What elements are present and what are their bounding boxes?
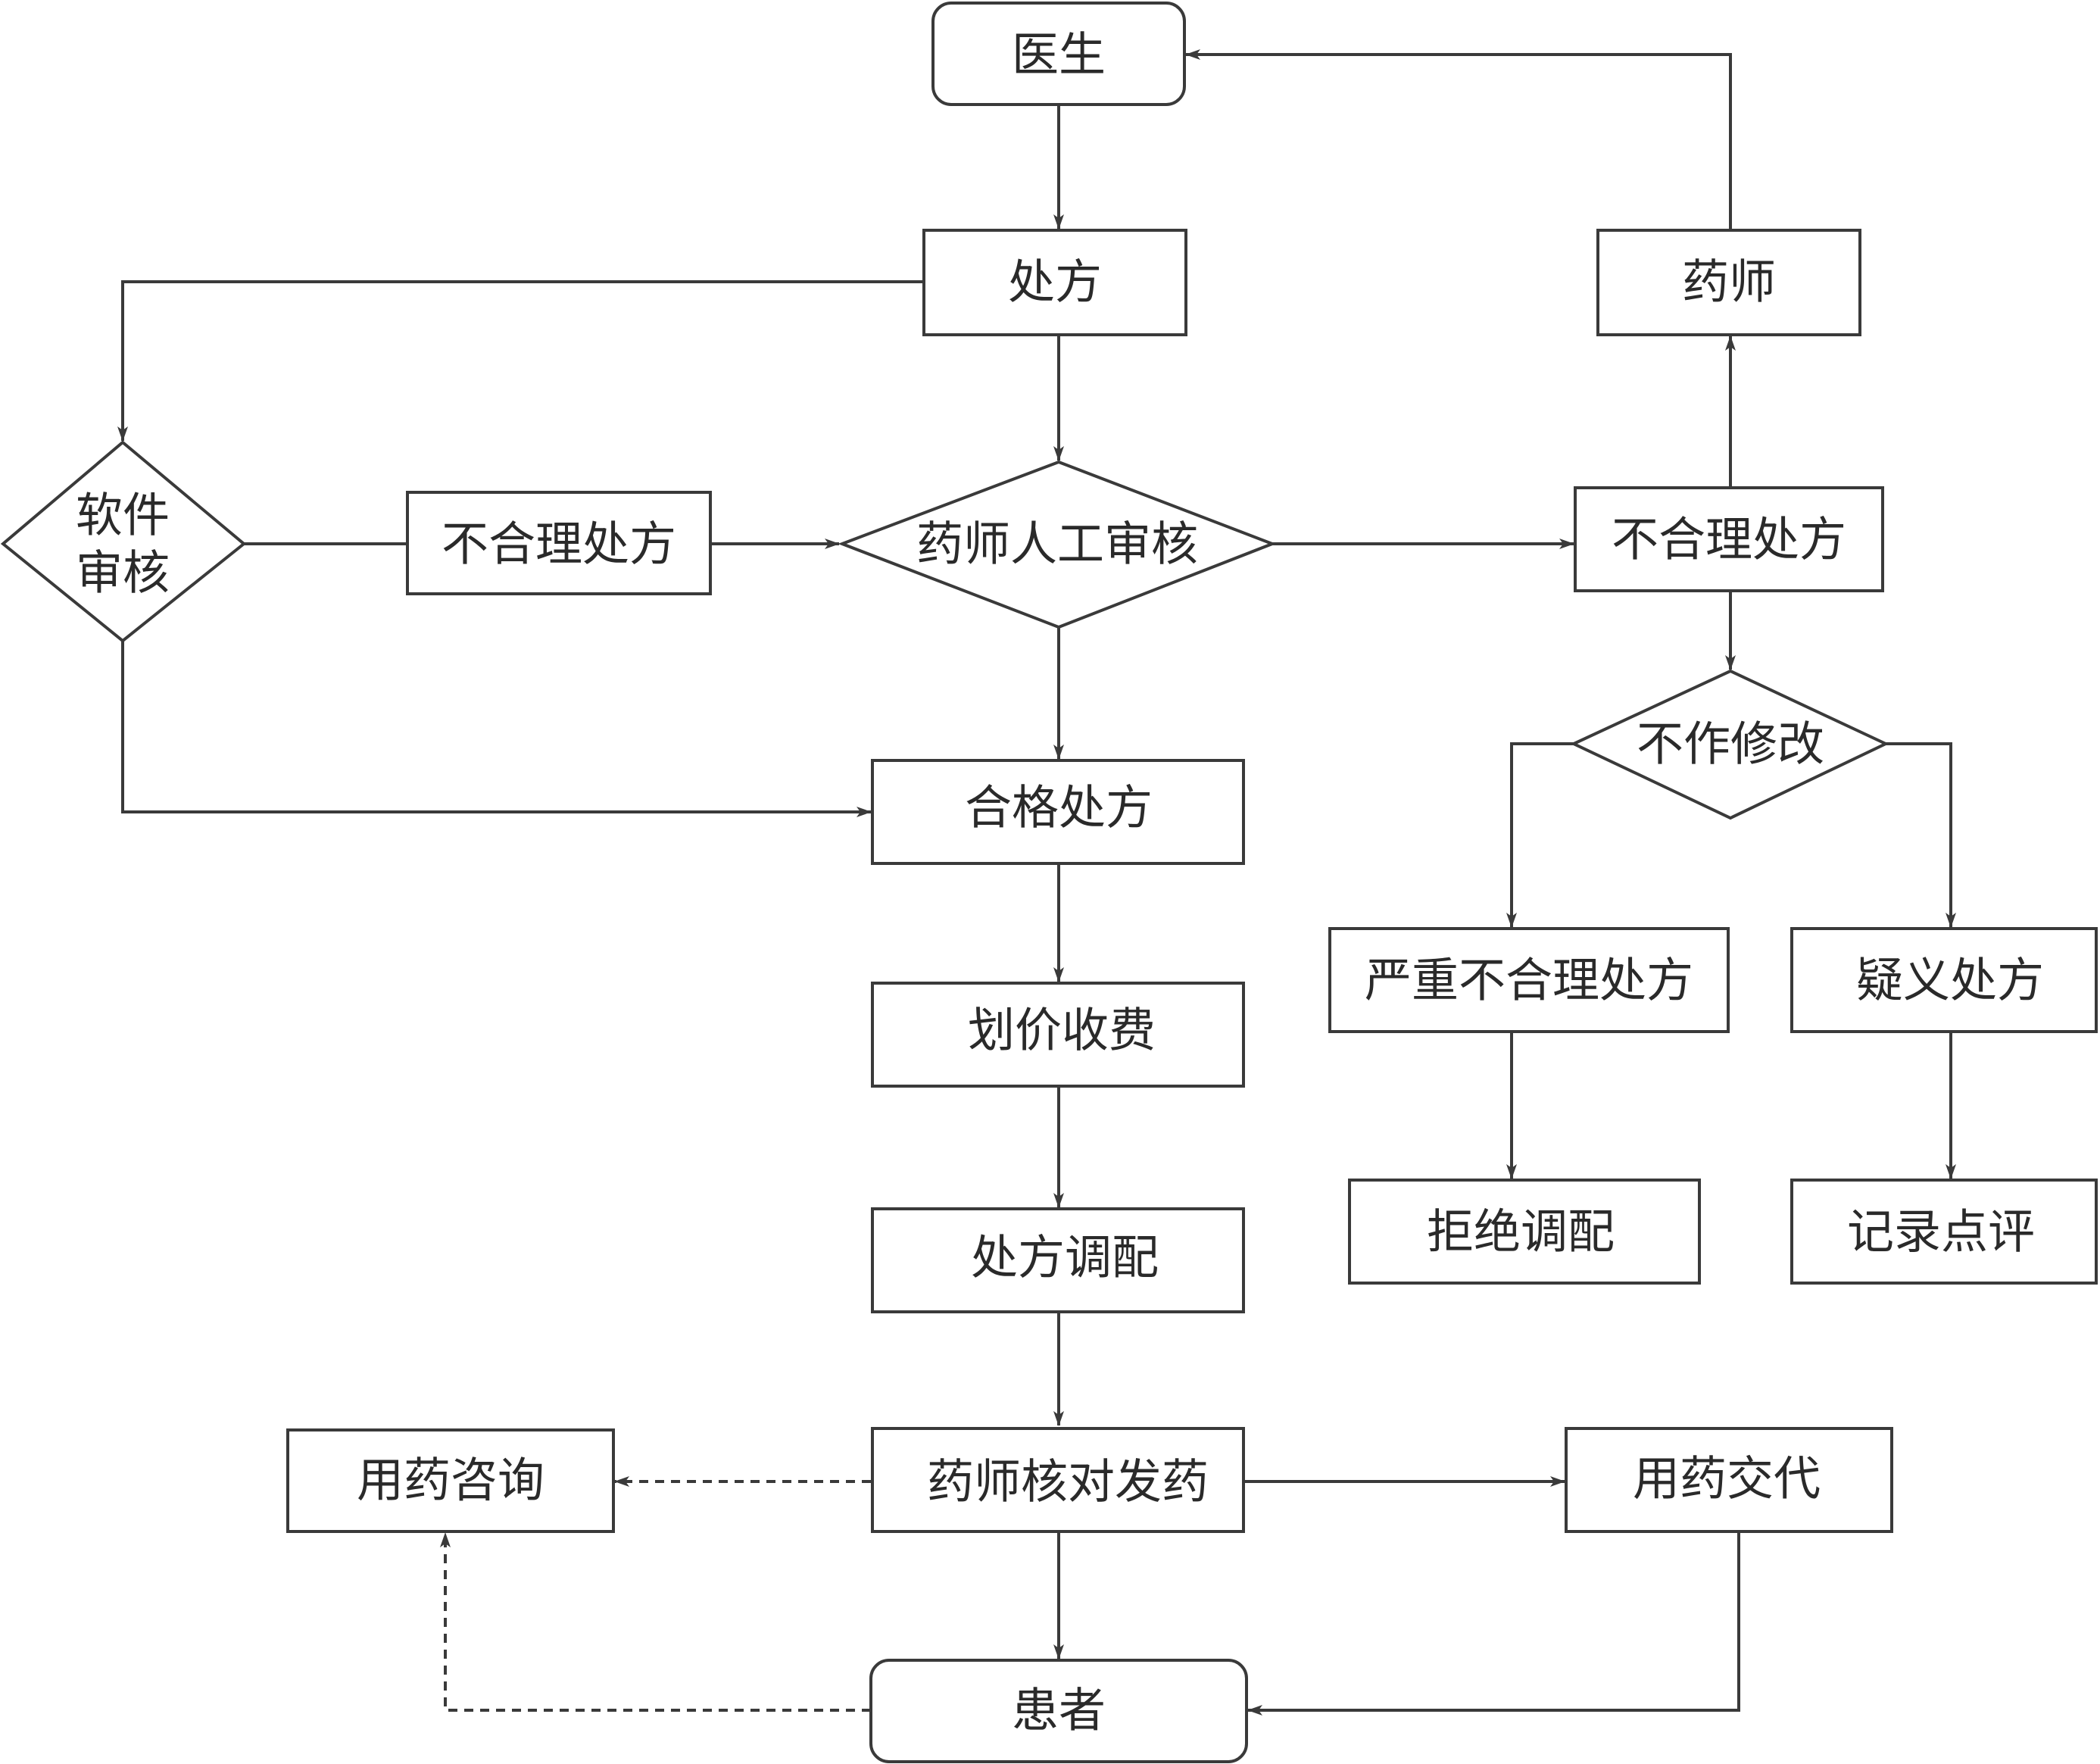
label-doctor: 医生 [1012,27,1106,83]
node-qualified: 合格处方 [871,759,1245,865]
node-prescription: 处方 [922,229,1187,336]
label-manual-review: 药师人工审核 [916,517,1198,572]
label-no-modification: 不作修改 [1637,717,1824,772]
label-refuse: 拒绝调配 [1427,1204,1615,1260]
label-prescription: 处方 [1008,254,1102,310]
node-doubtful: 疑义处方 [1790,927,2098,1033]
label-record: 记录点评 [1847,1204,2035,1260]
label-unreasonable-right: 不合理处方 [1612,512,1846,567]
node-dispensing: 处方调配 [871,1207,1245,1313]
node-record: 记录点评 [1790,1179,2098,1285]
arrow-no-modification-to-doubtful [1886,742,1956,928]
label-check-dispense: 药师核对发药 [927,1454,1209,1510]
arrow-prescription-to-software-review [117,280,924,442]
label-severe: 严重不合理处方 [1365,953,1693,1008]
node-check-dispense: 药师核对发药 [871,1427,1245,1533]
node-unreasonable-left: 不合理处方 [406,491,712,595]
label-unreasonable-left: 不合理处方 [442,517,676,572]
label-software-review-line2: 审核 [76,545,170,601]
node-manual-review: 药师人工审核 [838,460,1277,629]
label-doubtful: 疑义处方 [1856,953,2044,1008]
node-pricing: 划价收费 [871,982,1245,1088]
label-dispensing: 处方调配 [971,1230,1159,1285]
arrow-instruct-to-patient [1247,1531,1740,1716]
node-no-modification: 不作修改 [1570,669,1889,820]
arrow-software-review-to-qualified [121,641,872,817]
arrow-patient-to-consult [440,1532,871,1712]
node-patient: 患者 [869,1659,1248,1763]
connectors [117,49,1956,1716]
node-pharmacist-top: 药师 [1596,229,1861,336]
node-consult: 用药咨询 [286,1428,615,1533]
node-doctor: 医生 [931,2,1186,106]
label-pharmacist-top: 药师 [1682,254,1776,310]
arrow-no-modification-to-severe [1506,742,1574,928]
label-qualified: 合格处方 [965,780,1153,835]
label-instruct: 用药交代 [1633,1451,1821,1506]
label-pricing: 划价收费 [968,1003,1156,1058]
label-consult: 用药咨询 [357,1453,545,1508]
arrow-pharmacist-to-doctor [1185,49,1732,229]
node-instruct: 用药交代 [1565,1427,1893,1533]
node-refuse: 拒绝调配 [1348,1179,1701,1285]
label-patient: 患者 [1012,1683,1106,1738]
node-unreasonable-right: 不合理处方 [1574,486,1884,592]
label-software-review-line1: 软件 [76,488,170,543]
node-software-review: 软件 审核 [0,440,247,643]
node-severe: 严重不合理处方 [1328,927,1730,1033]
